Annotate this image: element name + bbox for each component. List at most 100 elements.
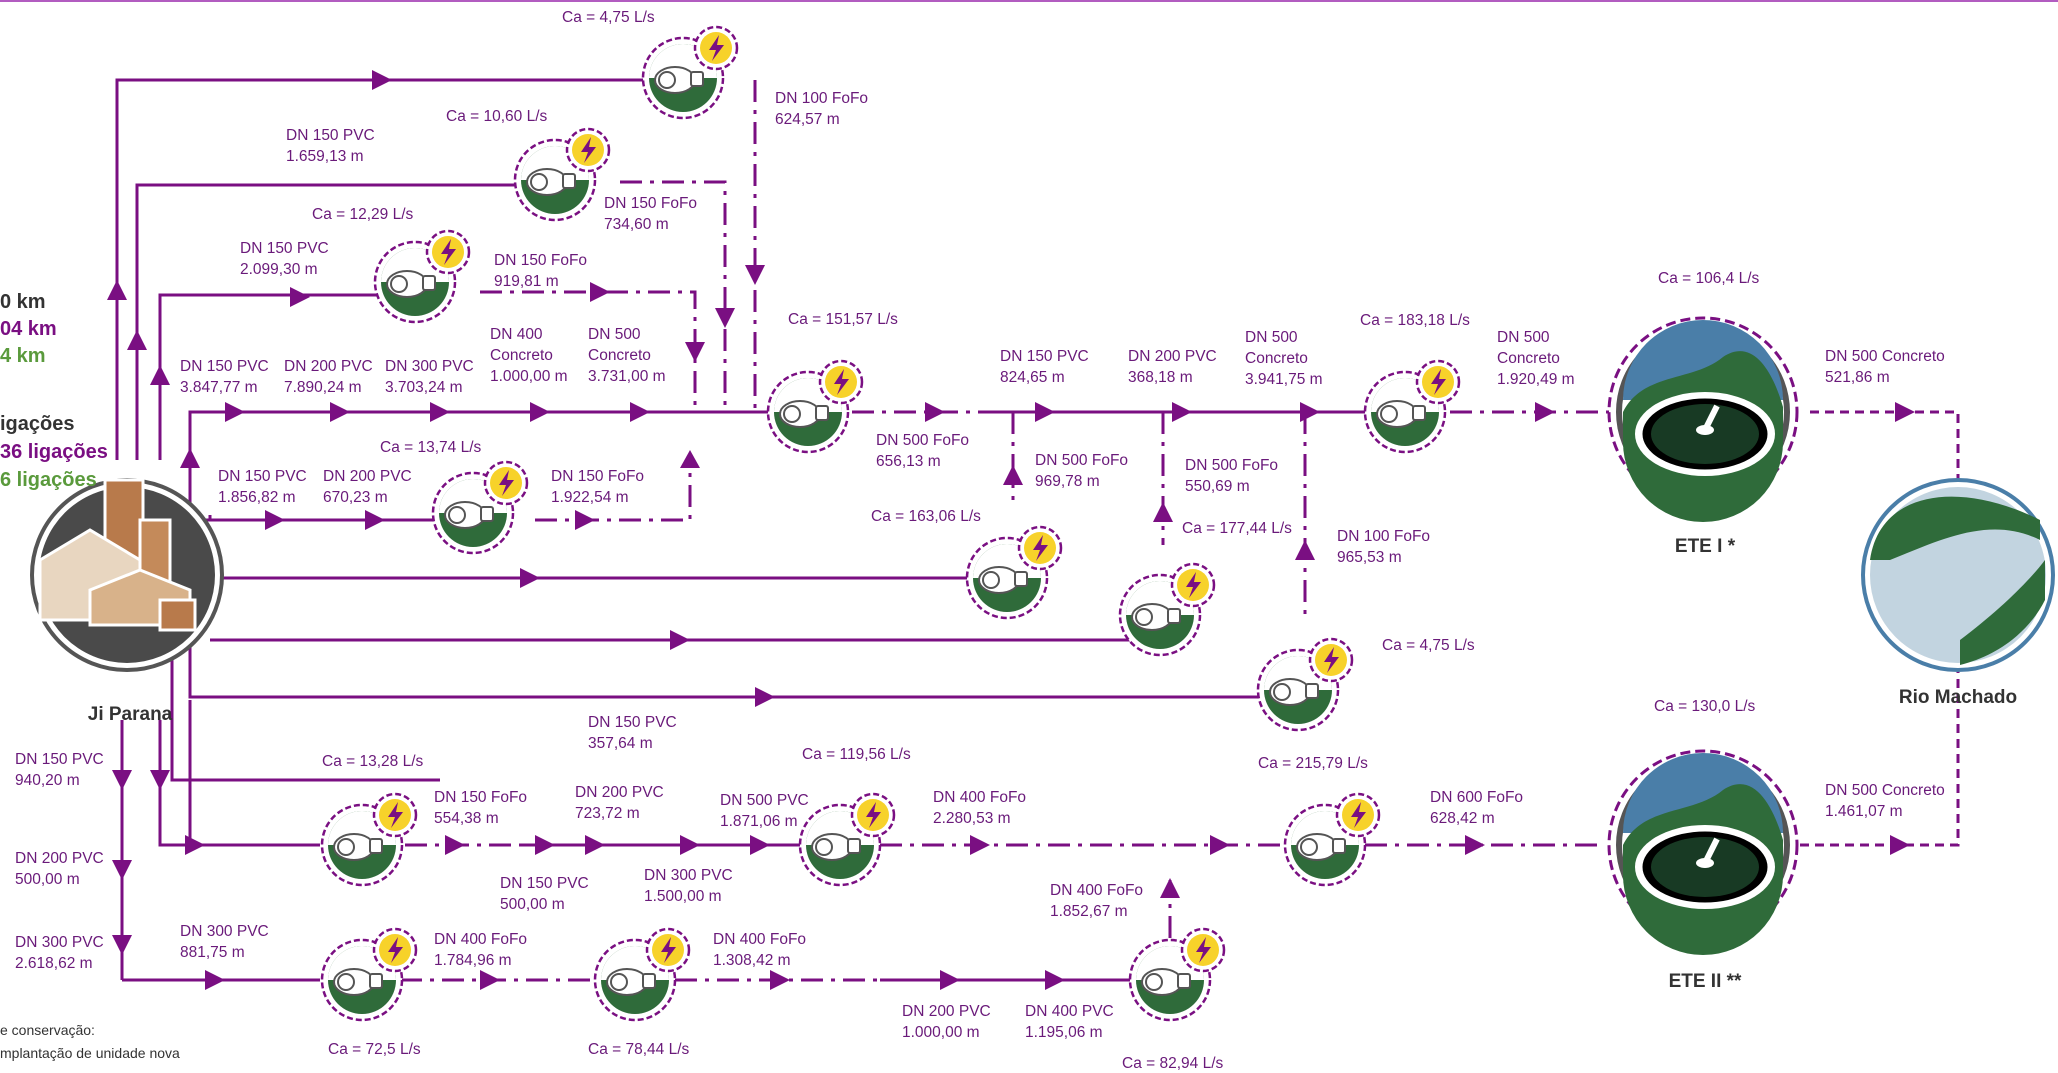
pipe-label-line: Concreto xyxy=(1497,350,1560,367)
pipe-label-line: DN 200 PVC xyxy=(1128,348,1217,365)
flow-label: Ca = 72,5 L/s xyxy=(328,1041,421,1058)
pipe-label-line: DN 150 PVC xyxy=(240,240,329,257)
legend-line1: 0 km xyxy=(0,291,46,313)
pipe-label-line: 3.847,77 m xyxy=(180,379,258,396)
pipe-label-line: DN 300 PVC xyxy=(180,923,269,940)
pipe-label: DN 500 Concreto 1.461,07 m xyxy=(1825,782,1945,820)
flow-arrows xyxy=(107,70,1915,990)
legend-line5: 36 ligações xyxy=(0,441,108,463)
pipe-label-line: DN 100 FoFo xyxy=(1337,528,1430,545)
pipe-label-line: DN 400 FoFo xyxy=(933,789,1026,806)
pipe-label-line: 1.920,49 m xyxy=(1497,371,1575,388)
pipe-label-line: 1.000,00 m xyxy=(902,1024,980,1041)
pipe-label-line: DN 200 PVC xyxy=(15,850,104,867)
flow-label: Ca = 13,28 L/s xyxy=(322,753,423,770)
flow-label: Ca = 10,60 L/s xyxy=(446,108,547,125)
legend-note1: e conservação: xyxy=(0,1022,95,1038)
pipe-label: DN 200 PVC 1.000,00 m xyxy=(902,1003,991,1041)
flow-label: Ca = 106,4 L/s xyxy=(1658,270,1759,287)
pipe-label-line: 940,20 m xyxy=(15,772,80,789)
pipe-label-line: DN 150 PVC xyxy=(588,714,677,731)
pipe-label: DN 300 PVC 881,75 m xyxy=(180,923,269,961)
pipe-label-line: 368,18 m xyxy=(1128,369,1193,386)
pipe-label-line: Concreto xyxy=(1245,350,1308,367)
pipe-label-line: DN 150 FoFo xyxy=(434,789,527,806)
pipe-label-line: DN 150 PVC xyxy=(500,875,589,892)
pipe-label-line: 656,13 m xyxy=(876,453,941,470)
pipe-label-line: DN 200 PVC xyxy=(902,1003,991,1020)
ete-1 xyxy=(1609,318,1797,522)
flow-label: Ca = 183,18 L/s xyxy=(1360,312,1470,329)
pipe-label-line: 824,65 m xyxy=(1000,369,1065,386)
pipe-label: DN 150 PVC 1.659,13 m xyxy=(286,127,375,165)
pipe-label-line: 969,78 m xyxy=(1035,473,1100,490)
pipe-label: DN 400 FoFo 1.852,67 m xyxy=(1050,882,1143,920)
pipe-label-line: 881,75 m xyxy=(180,944,245,961)
flow-label: Ca = 4,75 L/s xyxy=(562,9,655,26)
flow-label: Ca = 119,56 L/s xyxy=(802,746,911,763)
pipe-label-line: DN 150 PVC xyxy=(286,127,375,144)
city-label: Ji Parana xyxy=(88,704,173,725)
pipe-label-line: 550,69 m xyxy=(1185,478,1250,495)
pipe-label-line: DN 400 FoFo xyxy=(713,931,806,948)
pipe-label-line: 1.461,07 m xyxy=(1825,803,1903,820)
pipe-label-line: DN 400 FoFo xyxy=(1050,882,1143,899)
pipe-label-line: 357,64 m xyxy=(588,735,653,752)
pipe-label-line: Concreto xyxy=(588,347,651,364)
pipe-label-line: DN 500 xyxy=(588,326,641,343)
flow-label: Ca = 4,75 L/s xyxy=(1382,637,1475,654)
pipe-label-line: 628,42 m xyxy=(1430,810,1495,827)
pipe-label-line: DN 150 PVC xyxy=(218,468,307,485)
pipe-label-line: 2.618,62 m xyxy=(15,955,93,972)
pipe-label: DN 400 FoFo 1.308,42 m xyxy=(713,931,806,969)
pipe-label: DN 400 FoFo 2.280,53 m xyxy=(933,789,1026,827)
pipe-label-line: 2.280,53 m xyxy=(933,810,1011,827)
ete2-label: ETE II ** xyxy=(1669,971,1742,992)
pipe-label-line: 3.941,75 m xyxy=(1245,371,1323,388)
pipe-label-line: DN 150 FoFo xyxy=(494,252,587,269)
pipe-label-line: 624,57 m xyxy=(775,111,840,128)
pipe-label-line: 1.308,42 m xyxy=(713,952,791,969)
pipe-label-line: DN 150 PVC xyxy=(15,751,104,768)
pipe-labels: DN 100 FoFo 624,57 m DN 150 PVC 1.659,13 m… xyxy=(15,90,1945,1041)
pipe-label: DN 150 FoFo 919,81 m xyxy=(494,252,587,290)
flow-label: Ca = 13,74 L/s xyxy=(380,439,481,456)
flow-label: Ca = 78,44 L/s xyxy=(588,1041,689,1058)
pipe-label-line: DN 400 xyxy=(490,326,543,343)
pipe-label: DN 200 PVC 368,18 m xyxy=(1128,348,1217,386)
pipe-label-line: 1.784,96 m xyxy=(434,952,512,969)
pipe-label-line: DN 100 FoFo xyxy=(775,90,868,107)
pipe-label-line: 521,86 m xyxy=(1825,369,1890,386)
city-node xyxy=(30,478,224,672)
pipe-label-line: 1.871,06 m xyxy=(720,813,798,830)
pipe-label-line: DN 150 FoFo xyxy=(604,195,697,212)
pipe-label-line: 2.099,30 m xyxy=(240,261,318,278)
pipe-label-line: DN 200 PVC xyxy=(323,468,412,485)
pipe-label-line: 1.852,67 m xyxy=(1050,903,1128,920)
legend-line6: 6 ligações xyxy=(0,469,97,491)
pipe-label-line: DN 150 PVC xyxy=(180,358,269,375)
pipe-label-line: 919,81 m xyxy=(494,273,559,290)
pipe-label-line: 965,53 m xyxy=(1337,549,1402,566)
pipe-label-line: DN 300 PVC xyxy=(385,358,474,375)
pipe-label-line: DN 600 FoFo xyxy=(1430,789,1523,806)
pipe-label-line: DN 500 Concreto xyxy=(1825,782,1945,799)
pipe-label-line: DN 400 PVC xyxy=(1025,1003,1114,1020)
pipe-label: DN 100 FoFo 624,57 m xyxy=(775,90,868,128)
pipe-label-line: 1.659,13 m xyxy=(286,148,364,165)
pipe-label-line: DN 150 PVC xyxy=(1000,348,1089,365)
